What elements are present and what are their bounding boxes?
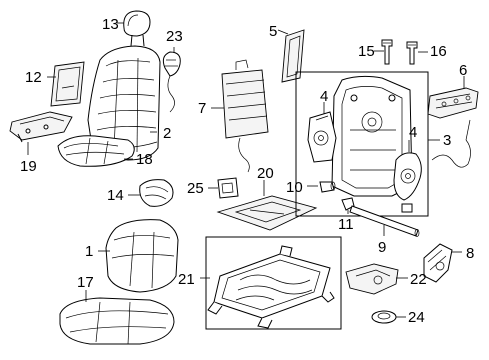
callout-1: 1 — [85, 243, 93, 260]
callout-18: 18 — [136, 151, 153, 168]
headrest-part — [123, 10, 151, 47]
heater-harness-part — [162, 51, 181, 113]
callout-20: 20 — [257, 165, 274, 182]
callout-8: 8 — [466, 245, 474, 262]
headrest-guide-16 — [406, 41, 418, 65]
callout-9: 9 — [378, 239, 386, 256]
callout-6: 6 — [459, 62, 467, 79]
callout-3: 3 — [443, 132, 451, 149]
callout-4a: 4 — [320, 88, 328, 105]
callout-21: 21 — [178, 271, 195, 288]
lumbar-support-part — [221, 59, 269, 173]
callout-11: 11 — [338, 216, 354, 233]
switch-bezel-part — [217, 177, 239, 199]
seat-back-cover-part — [57, 135, 135, 167]
callout-4b: 4 — [409, 124, 417, 141]
callout-5: 5 — [269, 23, 277, 40]
headrest-guide-15 — [381, 39, 393, 65]
back-board-part — [9, 111, 73, 143]
callout-23: 23 — [166, 28, 183, 45]
seat-cushion-pad-part — [105, 219, 179, 293]
track-cover-part — [345, 263, 399, 295]
callout-12: 12 — [25, 69, 42, 86]
callout-19: 19 — [20, 158, 37, 175]
callout-22: 22 — [410, 271, 427, 288]
seat-back-frame-part — [331, 75, 413, 197]
cushion-mat-part — [216, 195, 318, 231]
callout-15: 15 — [358, 43, 375, 60]
grommet-part — [371, 310, 397, 324]
seat-motor-part — [423, 243, 453, 283]
trim-panel-part — [50, 61, 85, 107]
callout-7: 7 — [198, 100, 206, 117]
recliner-mechanism-left — [307, 111, 337, 163]
callout-10: 10 — [286, 179, 303, 196]
cross-rod-part — [349, 205, 420, 237]
bushing-part — [319, 181, 336, 193]
callout-25: 25 — [187, 180, 204, 197]
callout-13: 13 — [102, 16, 119, 33]
recliner-mechanism-right — [393, 152, 422, 213]
back-panel-trim-part — [281, 29, 305, 83]
seat-cushion-cover-part — [59, 297, 175, 345]
callout-16: 16 — [430, 43, 447, 60]
callout-2: 2 — [163, 125, 171, 142]
clip-part — [341, 197, 355, 211]
seat-track-assembly-part — [207, 245, 335, 329]
wire-harness-part — [427, 87, 479, 168]
seat-track-box — [205, 236, 342, 330]
callout-14: 14 — [107, 187, 124, 204]
cushion-bolster-part — [139, 179, 174, 207]
leader-5 — [277, 29, 289, 35]
callout-17: 17 — [77, 274, 94, 291]
callout-24: 24 — [408, 309, 425, 326]
